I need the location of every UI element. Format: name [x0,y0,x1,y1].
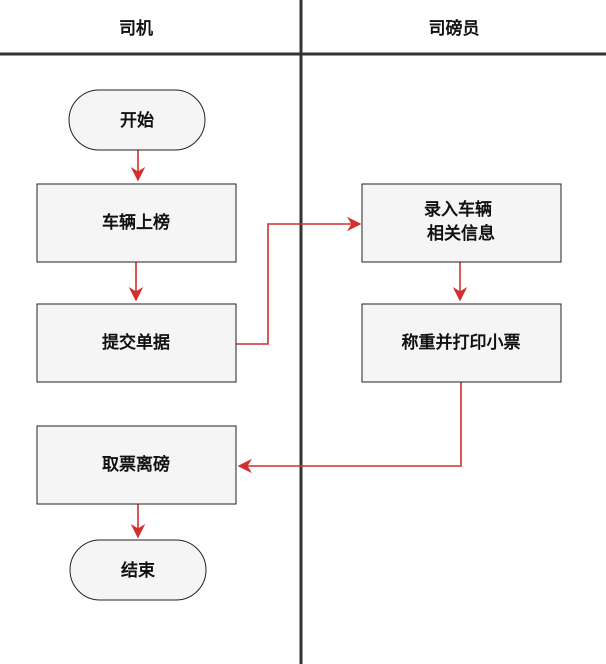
take-ticket-leave-label: 取票离磅 [102,454,170,475]
enter-vehicle-info-box [361,183,562,263]
weigh-and-print-label: 称重并打印小票 [402,332,521,353]
drive-on-scale-label: 车辆上榜 [102,212,170,233]
edge-submit-to-enter-info [236,216,362,345]
node-submit-documents: 提交单据 [36,303,237,383]
node-take-ticket-leave: 取票离磅 [36,425,237,505]
end-label: 结束 [121,560,155,581]
node-start: 开始 [68,89,206,151]
drive-on-scale-box [36,183,237,263]
submit-documents-label: 提交单据 [102,332,170,353]
node-enter-vehicle-info: 录入车辆 相关信息 [361,183,562,263]
enter-vehicle-info-line-2: 相关信息 [427,223,495,244]
weigh-and-print-box [361,303,562,383]
take-ticket-leave-box [36,425,237,505]
edge-weigh-to-take-ticket [237,382,462,474]
lane-title-weigher: 司磅员 [429,18,480,39]
start-terminal-shape [68,89,206,151]
start-label: 开始 [120,110,154,131]
lane-title-driver: 司机 [119,18,153,39]
end-terminal-shape [69,539,207,601]
submit-documents-box [36,303,237,383]
node-end: 结束 [69,539,207,601]
enter-vehicle-info-label: 录入车辆 相关信息 [424,199,498,244]
node-drive-on-scale: 车辆上榜 [36,183,237,263]
enter-vehicle-info-line-1: 录入车辆 [424,199,492,220]
node-weigh-and-print: 称重并打印小票 [361,303,562,383]
